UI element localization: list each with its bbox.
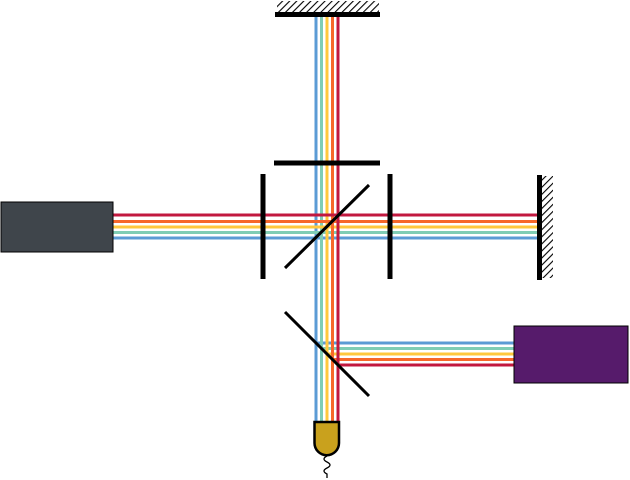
beam-group [113, 17, 537, 422]
right-mirror-hatch [542, 176, 553, 278]
detector-wire [323, 455, 331, 478]
top-mirror-hatch [277, 1, 379, 12]
laser-source [0, 201, 114, 253]
output-receiver [513, 325, 629, 384]
top-mirror [275, 12, 380, 17]
beam-splitter [283, 183, 371, 270]
output-splitter [283, 310, 371, 398]
photodetector [313, 420, 341, 457]
right-mirror [537, 175, 542, 280]
